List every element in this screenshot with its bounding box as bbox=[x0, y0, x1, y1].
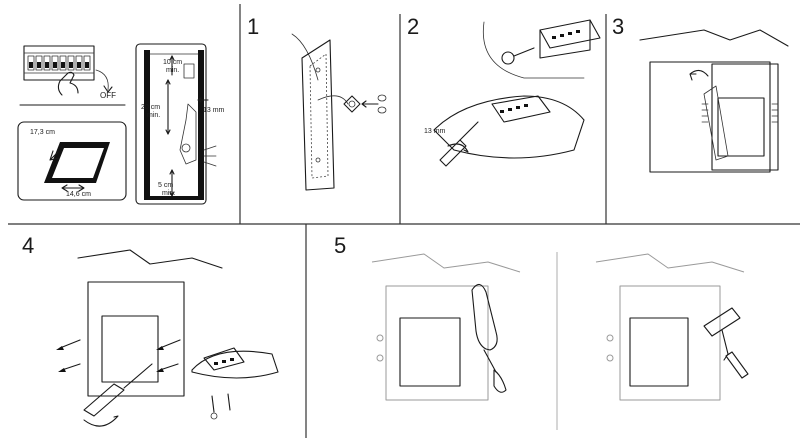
panel-dividers bbox=[8, 4, 800, 438]
step5-left-illustration bbox=[371, 253, 521, 401]
step3-illustration bbox=[639, 29, 789, 173]
cutout-height-label: 17,3 cm bbox=[30, 129, 55, 136]
cutout-dimension-illustration bbox=[17, 121, 127, 201]
clearance-top-value: 10 cm bbox=[163, 59, 182, 66]
step4-illustration bbox=[56, 249, 279, 427]
step-number-3: 3 bbox=[612, 14, 624, 39]
wall-depth-value: 13 mm bbox=[203, 107, 225, 114]
clearance-side-value: 20 cm bbox=[141, 104, 160, 111]
cutout-width-label: 14,6 cm bbox=[66, 191, 91, 198]
clearance-bottom-min: min. bbox=[162, 190, 175, 197]
wall-clearance-illustration bbox=[135, 43, 217, 205]
step-number-5: 5 bbox=[334, 233, 346, 258]
breaker-off-label: OFF bbox=[100, 91, 116, 100]
clearance-side-min: min. bbox=[147, 112, 160, 119]
step-number-1: 1 bbox=[247, 14, 259, 39]
step2-illustration bbox=[433, 19, 601, 167]
screw-depth-label: 13 mm bbox=[424, 128, 446, 135]
clearance-bottom-value: 5 cm bbox=[158, 182, 173, 189]
step1-illustration bbox=[291, 33, 387, 191]
step-number-4: 4 bbox=[22, 233, 34, 258]
step5-right-illustration bbox=[595, 253, 749, 401]
clearance-top-min: min. bbox=[166, 67, 179, 74]
step-number-2: 2 bbox=[407, 14, 419, 39]
breaker-panel-illustration bbox=[19, 45, 126, 106]
